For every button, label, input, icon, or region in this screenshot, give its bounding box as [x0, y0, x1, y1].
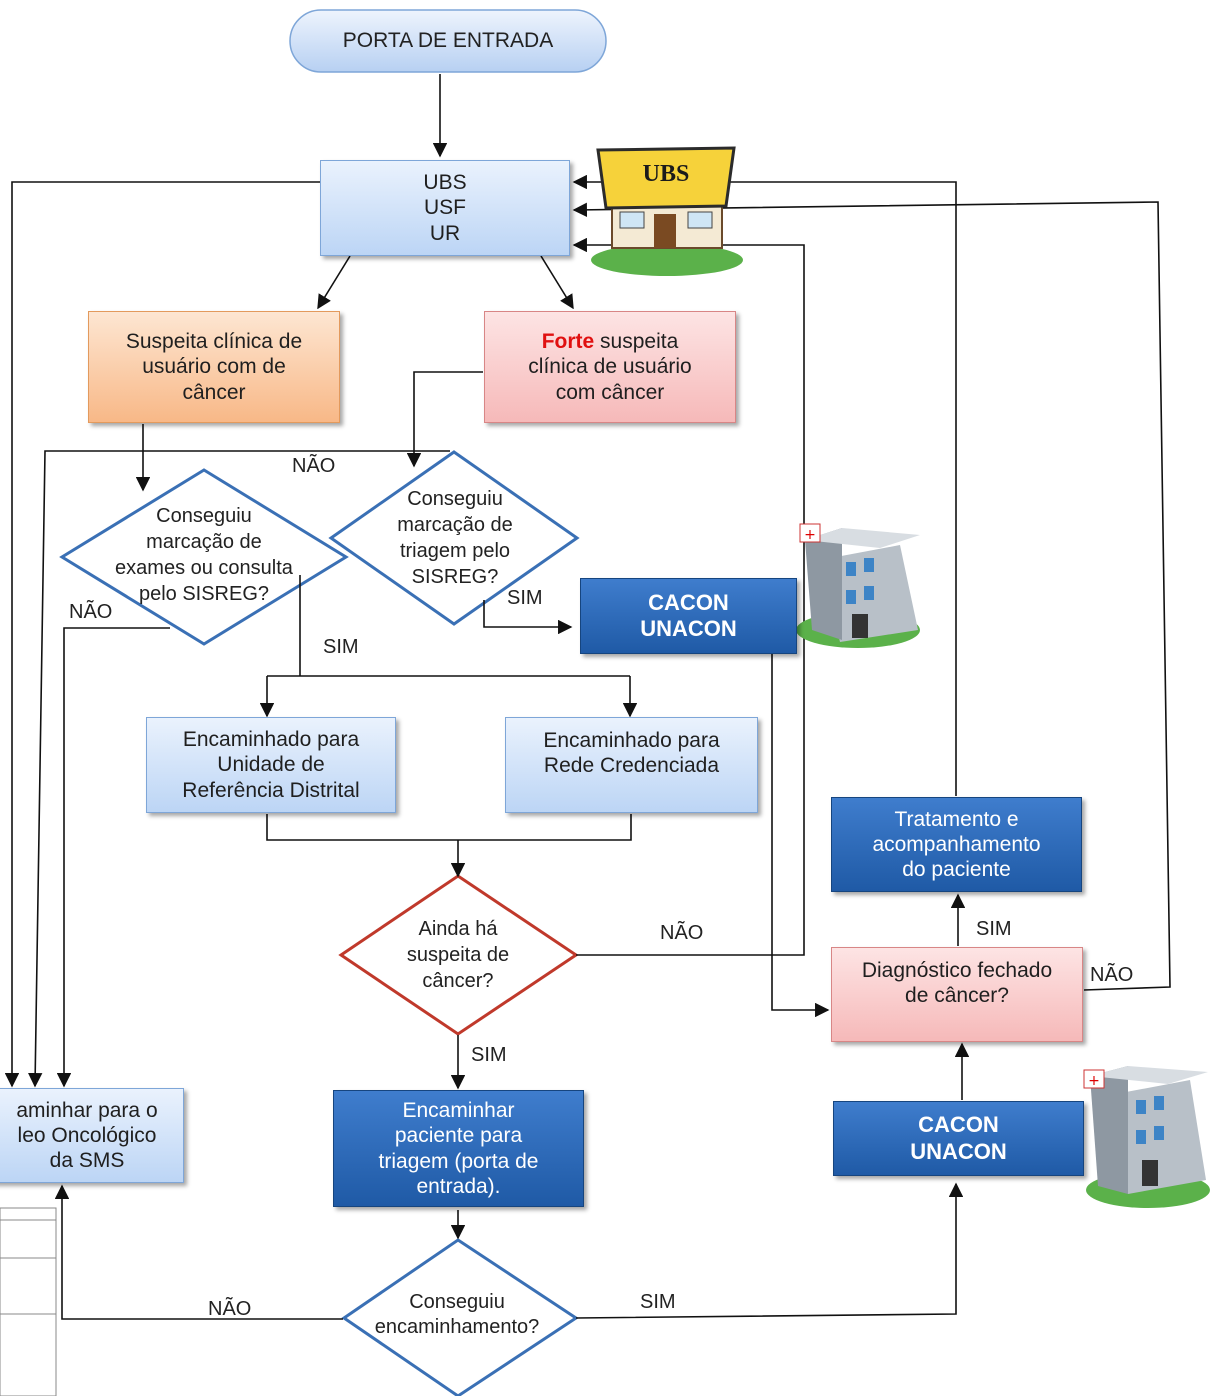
table-fragment — [0, 1207, 57, 1396]
hospital-icon: + — [796, 523, 920, 648]
decision-triagem-label: Conseguiu marcação de triagem pelo SISRE… — [397, 488, 513, 588]
start-label: PORTA DE ENTRADA — [342, 29, 554, 53]
ubs-box: UBS USF UR — [320, 160, 570, 256]
edge-label-sim-ainda: SIM — [471, 1044, 507, 1066]
ref-distrital-box: Encaminhado para Unidade de Referência D… — [146, 717, 396, 813]
cacon-bottom-box: CACON UNACON — [833, 1101, 1084, 1176]
house-icon — [591, 146, 743, 276]
decision-exames-diamond — [59, 468, 349, 646]
ubs-sign-label: UBS — [642, 160, 690, 187]
edge-label-sim-triagem: SIM — [507, 587, 543, 609]
decision-triagem-diamond — [328, 450, 580, 626]
decision-encaminhamento-label: Conseguiu encaminhamento? — [374, 1291, 540, 1338]
svg-text:+: + — [1088, 1073, 1100, 1089]
decision-ainda-label: Ainda há suspeita de câncer? — [406, 918, 510, 992]
edge-label-nao-diag: NÃO — [1090, 964, 1134, 986]
encaminhar-box: Encaminhar paciente para triagem (porta … — [333, 1090, 584, 1207]
edge-label-sim-exames: SIM — [323, 636, 359, 658]
edge-label-nao-left: NÃO — [69, 601, 113, 623]
nucleo-oncologico-box: aminhar para o leo Oncológico da SMS — [0, 1088, 184, 1183]
forte-strong: Forte — [541, 330, 595, 354]
edge-label-sim-diag: SIM — [976, 918, 1012, 940]
edge-label-sim-enc: SIM — [640, 1291, 676, 1313]
diagnostico-box: Diagnóstico fechado de câncer? — [831, 947, 1083, 1042]
decision-encaminhamento-diamond — [341, 1238, 579, 1396]
edge-label-nao-ainda: NÃO — [660, 922, 704, 944]
forte-rest: suspeita clínica de usuário com câncer — [528, 330, 692, 404]
start-terminator — [289, 9, 607, 73]
decision-ainda-diamond — [338, 874, 579, 1036]
edge-label-nao-enc: NÃO — [208, 1298, 252, 1320]
edge-label-nao-top: NÃO — [292, 455, 336, 477]
suspeita-box: Suspeita clínica de usuário com de cânce… — [88, 311, 340, 423]
cacon-top-box: CACON UNACON — [580, 578, 797, 654]
hospital-icon: + — [1083, 1066, 1210, 1208]
decision-exames-label: Conseguiu marcação de exames ou consulta… — [115, 505, 293, 605]
forte-suspeita-box: Forte suspeita clínica de usuário com câ… — [484, 311, 736, 423]
svg-text:+: + — [804, 527, 816, 543]
rede-credenciada-box: Encaminhado para Rede Credenciada — [505, 717, 758, 813]
tratamento-box: Tratamento e acompanhamento do paciente — [831, 797, 1082, 892]
